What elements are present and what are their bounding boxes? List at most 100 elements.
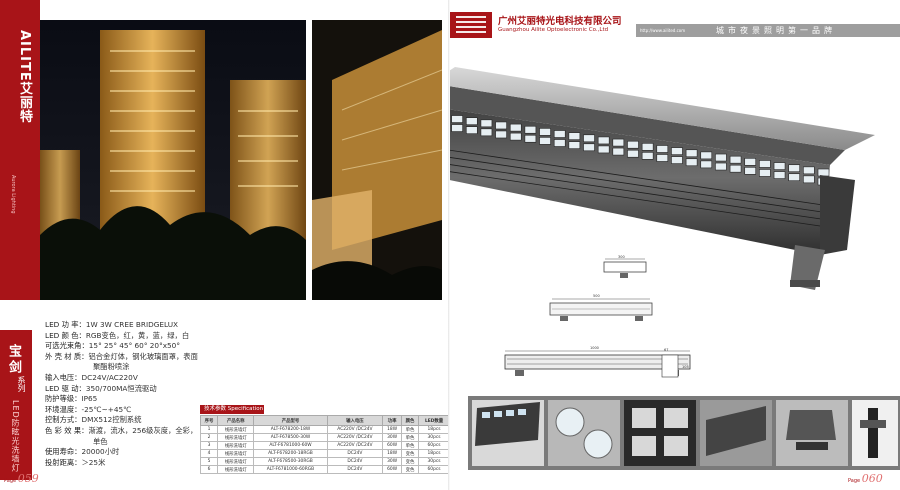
right-page: 广州艾丽特光电科技有限公司 Guangzhou Ailite Optoelect… bbox=[450, 0, 900, 490]
spec-value: 聚酯粉喷涂 bbox=[93, 362, 130, 372]
spec-value: 单色 bbox=[93, 436, 108, 446]
led-lens bbox=[788, 173, 800, 182]
led-lens bbox=[700, 160, 713, 169]
led-lens bbox=[495, 130, 507, 139]
table-cell: 变色 bbox=[400, 465, 420, 474]
table-cell: 单色 bbox=[400, 425, 420, 434]
table-header-cell: 颜色 bbox=[400, 415, 420, 426]
led-lens bbox=[685, 149, 698, 158]
led-lens bbox=[671, 147, 683, 155]
spec-value: -25℃~+45℃ bbox=[81, 404, 132, 414]
table-cell: 线形洗墙灯 bbox=[217, 465, 255, 474]
table-cell: 4 bbox=[199, 449, 219, 458]
brand-subtitle: Aurora Lighting bbox=[10, 175, 16, 214]
spec-label: 防护等级： bbox=[45, 394, 82, 404]
detail-photo-strip bbox=[468, 396, 900, 470]
spec-row: 输入电压：DC24V/AC220V bbox=[45, 373, 245, 384]
table-cell: ALT-F6781000-60RGB bbox=[253, 465, 328, 474]
series-strip: 宝剑 系列 LED防眩光洗墙灯 bbox=[0, 330, 32, 480]
table-cell: 18W bbox=[382, 425, 402, 434]
led-lens bbox=[656, 145, 669, 153]
table-cell: DC24V bbox=[326, 449, 384, 458]
page-label: Page bbox=[4, 478, 17, 484]
tech-spec-title: 技术参数 Specification bbox=[200, 405, 264, 414]
led-lens bbox=[509, 123, 522, 132]
led-lens bbox=[803, 175, 815, 184]
led-lens bbox=[480, 119, 493, 128]
table-cell: 3 bbox=[199, 441, 219, 450]
table-cell: 线形洗墙灯 bbox=[217, 449, 255, 458]
company-name-cn: 广州艾丽特光电科技有限公司 bbox=[498, 16, 622, 27]
dim-end-height-label: 105 bbox=[682, 365, 689, 369]
spec-label: 色 彩 效 果： bbox=[45, 425, 89, 435]
table-cell: ALT-F678500-30RGB bbox=[253, 457, 328, 466]
table-cell: ALT-F678200-18W bbox=[253, 425, 328, 434]
series-name: 宝剑 bbox=[6, 344, 21, 376]
led-lens bbox=[568, 132, 581, 140]
led-lens bbox=[627, 149, 639, 158]
table-header-cell: 功率 bbox=[382, 415, 402, 426]
table-cell: 60pcs bbox=[418, 465, 450, 474]
led-lens bbox=[744, 167, 757, 175]
spec-label: LED 驱 动： bbox=[45, 383, 86, 393]
dim-long-label: 1000 bbox=[590, 346, 599, 350]
detail-photo-mount bbox=[852, 400, 898, 466]
table-cell: 线形洗墙灯 bbox=[217, 433, 255, 442]
spec-value: RGB变色，红，黄，蓝，绿，白 bbox=[85, 330, 190, 340]
spec-row: 可选光束角：15° 25° 45° 60° 20°x50° bbox=[45, 341, 245, 352]
led-lens bbox=[612, 138, 625, 147]
led-lens bbox=[759, 169, 771, 177]
led-lens bbox=[685, 158, 698, 167]
building-night-photo bbox=[40, 20, 306, 300]
company-name-en: Guangzhou Ailite Optoelectronic Co.,Ltd bbox=[498, 27, 609, 33]
spec-value: 渐渡，流水，256级灰度，全彩， bbox=[88, 425, 198, 435]
spec-value: 铝合金灯体，钢化玻璃面罩，表面 bbox=[88, 351, 198, 361]
table-cell: ALT-F6781000-60W bbox=[253, 441, 328, 450]
spec-row: LED 功 率：1W 3W CREE BRIDGELUX bbox=[45, 320, 245, 331]
table-cell: 30W bbox=[382, 457, 402, 466]
table-cell: 30pcs bbox=[418, 433, 450, 442]
led-lens bbox=[641, 152, 654, 160]
detail-photo-housing bbox=[700, 400, 772, 466]
led-lens bbox=[495, 121, 507, 130]
led-lens bbox=[568, 141, 581, 149]
led-lens bbox=[627, 140, 639, 149]
led-lens bbox=[641, 143, 654, 151]
led-lens bbox=[597, 145, 610, 154]
spec-row: 色 彩 效 果：渐渡，流水，256级灰度，全彩， bbox=[45, 426, 245, 437]
table-header-cell: LED数量 bbox=[418, 415, 450, 426]
company-logo bbox=[450, 12, 492, 38]
led-lens bbox=[773, 162, 786, 170]
led-lens bbox=[524, 125, 537, 134]
spec-value: 1W 3W CREE BRIDGELUX bbox=[85, 320, 179, 329]
led-lens bbox=[715, 153, 727, 162]
table-cell: 变色 bbox=[400, 457, 420, 466]
page-number-left: Page 059 bbox=[4, 472, 39, 485]
page-label: Page bbox=[848, 478, 861, 484]
spec-row: LED 驱 动：350/700MA恒流驱动 bbox=[45, 384, 245, 395]
spec-row: LED 颜 色：RGB变色，红，黄，蓝，绿，白 bbox=[45, 331, 245, 342]
company-header: 广州艾丽特光电科技有限公司 Guangzhou Ailite Optoelect… bbox=[450, 12, 636, 38]
table-cell: 60pcs bbox=[418, 441, 450, 450]
table-header-cell: 产品型号 bbox=[253, 415, 328, 426]
table-cell: 60W bbox=[382, 441, 402, 450]
brand-logo-text: AILITE艾丽特 bbox=[17, 30, 32, 124]
dim-end-width-label: 67 bbox=[664, 348, 668, 352]
product-render bbox=[450, 55, 900, 295]
led-lens bbox=[583, 143, 595, 152]
spec-row: 防护等级：IP65 bbox=[45, 394, 245, 405]
website-link[interactable]: http://www.ailited.com bbox=[640, 28, 686, 33]
left-page: AILITE艾丽特 Aurora Lighting bbox=[0, 0, 450, 485]
table-cell: 6 bbox=[199, 465, 219, 474]
spec-value: 20000小时 bbox=[81, 447, 120, 457]
spec-label: 投射距离： bbox=[45, 457, 82, 467]
table-cell: AC220V /DC24V bbox=[326, 425, 384, 434]
page-number-value: 059 bbox=[17, 472, 39, 485]
spec-value: ＞25米 bbox=[81, 457, 106, 467]
